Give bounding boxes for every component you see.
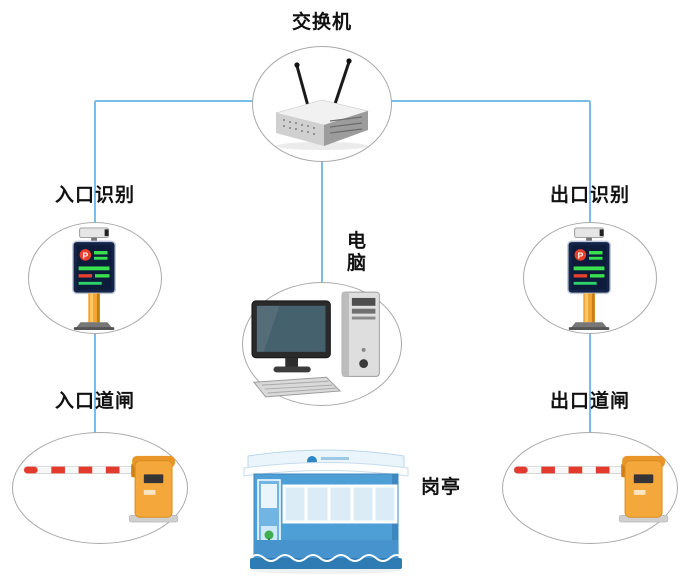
license-plate-camera-icon: P [72,227,116,330]
license-plate-camera-icon: P [567,227,611,330]
entrance-recognition-label: 入口识别 [54,185,135,206]
node-entrance-barrier [12,432,188,544]
exit-recognition-label: 出口识别 [549,185,630,206]
entrance-barrier-label: 入口道闸 [54,391,135,412]
barrier-gate-icon [23,455,179,523]
node-exit-recognition: P [523,222,657,334]
node-entrance-recognition: P [28,222,162,334]
guard-booth [242,440,410,574]
node-computer [242,282,402,406]
desktop-computer-icon [250,291,380,398]
network-switch-icon [274,58,370,150]
switch-label: 交换机 [291,12,352,33]
exit-barrier-label: 出口道闸 [549,391,630,412]
svg-text:P: P [577,250,583,260]
node-exit-barrier [502,432,678,544]
guard-booth-icon [243,449,409,574]
computer-label: 电脑 [346,231,367,274]
barrier-gate-icon [513,455,669,523]
guard-booth-label: 岗亭 [420,477,461,498]
node-switch [252,46,392,162]
svg-text:P: P [82,250,88,260]
